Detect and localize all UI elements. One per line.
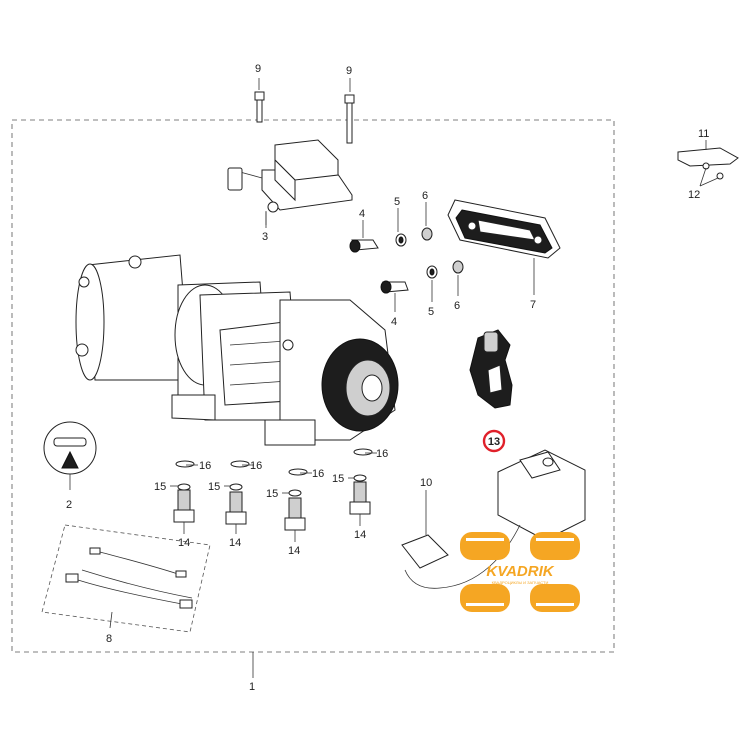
callout-12: 12 xyxy=(688,189,700,201)
assembly-boundary xyxy=(11,119,615,653)
hawse-fairlead-part-7 xyxy=(447,199,561,259)
callout-9-right: 9 xyxy=(346,65,352,77)
callout-14-a: 14 xyxy=(178,537,190,549)
callout-14-c: 14 xyxy=(288,545,300,557)
mount-bolt-set-3 xyxy=(284,468,308,531)
washer-part-5-lower xyxy=(426,265,438,279)
callout-13-highlight: 13 xyxy=(482,429,506,453)
callout-7: 7 xyxy=(530,299,536,311)
callout-16-b: 16 xyxy=(250,460,262,472)
callout-16-d: 16 xyxy=(376,448,388,460)
callout-2: 2 xyxy=(66,499,72,511)
callout-9-left: 9 xyxy=(255,63,261,75)
control-switch-part-10 xyxy=(401,449,586,589)
watermark-tagline: КВАДРОЦИКЛЫ И ЗАПЧАСТИ xyxy=(492,580,549,585)
callout-10: 10 xyxy=(420,477,432,489)
mount-bolt-set-2 xyxy=(225,460,250,525)
callout-11: 11 xyxy=(698,128,709,140)
bracket-part-11 xyxy=(677,140,739,187)
callout-3: 3 xyxy=(262,231,268,243)
nut-part-6-upper xyxy=(421,227,433,241)
mount-bolt-set-1 xyxy=(173,460,195,523)
callout-4-upper: 4 xyxy=(359,208,365,220)
callout-8: 8 xyxy=(106,633,112,645)
callout-16-a: 16 xyxy=(199,460,211,472)
callout-6-upper: 6 xyxy=(422,190,428,202)
watermark-brand: KVADRIK xyxy=(486,563,554,580)
cable-set-part-8 xyxy=(41,524,211,633)
callout-13: 13 xyxy=(488,436,500,448)
nut-part-6-lower xyxy=(452,260,464,274)
callout-6-lower: 6 xyxy=(454,300,460,312)
callout-15-c: 15 xyxy=(266,488,278,500)
callout-13-ring xyxy=(482,429,506,453)
bolt-part-4-lower xyxy=(380,280,409,294)
kvadrik-watermark-logo: KVADRIK КВАДРОЦИКЛЫ И ЗАПЧАСТИ xyxy=(460,532,580,612)
winch-assembly xyxy=(75,254,399,446)
callout-15-d: 15 xyxy=(332,473,344,485)
mount-bolt-set-4 xyxy=(349,448,373,515)
callout-1: 1 xyxy=(249,681,255,693)
callout-labels: 9 9 3 4 5 6 4 5 6 7 2 8 1 10 11 12 16 16… xyxy=(66,63,709,693)
bolt-part-9-left xyxy=(254,78,265,123)
bolt-part-4-upper xyxy=(349,239,379,253)
callout-14-d: 14 xyxy=(354,529,366,541)
bolt-part-9-right xyxy=(344,78,355,144)
contactor-part-3 xyxy=(227,139,353,228)
callout-15-a: 15 xyxy=(154,481,166,493)
callout-15-b: 15 xyxy=(208,481,220,493)
winch-hook-part-13 xyxy=(469,329,513,409)
washer-part-5-upper xyxy=(395,233,407,247)
callout-5-lower: 5 xyxy=(428,306,434,318)
callout-16-c: 16 xyxy=(312,468,324,480)
warning-label-part-2 xyxy=(43,421,97,490)
callout-5-upper: 5 xyxy=(394,196,400,208)
callout-4-lower: 4 xyxy=(391,316,397,328)
leader-lines xyxy=(109,202,535,678)
callout-14-b: 14 xyxy=(229,537,241,549)
